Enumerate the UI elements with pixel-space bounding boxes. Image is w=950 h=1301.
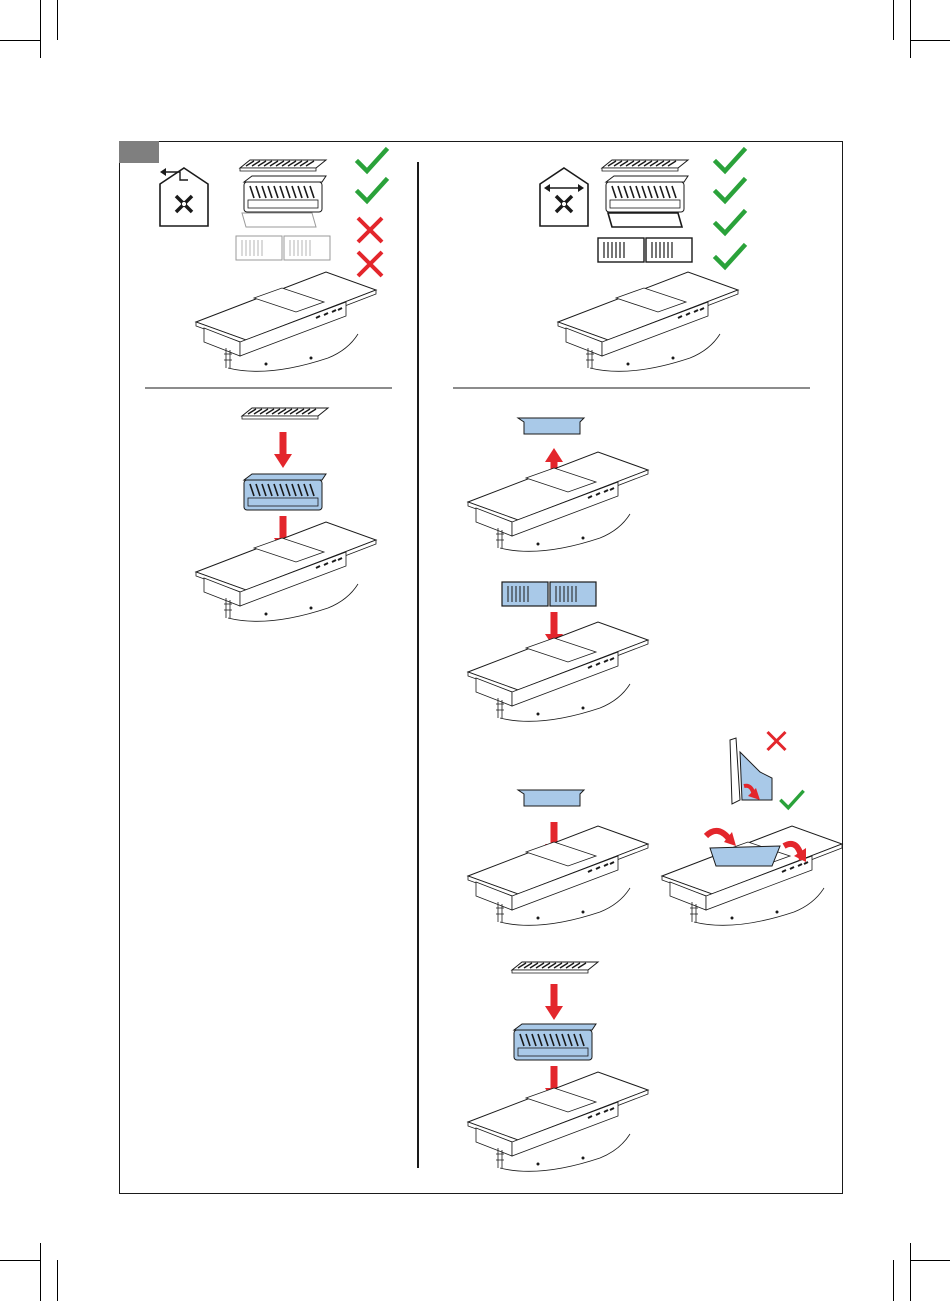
exhaust-house-fan-icon <box>540 168 588 226</box>
right-step-reinsert-plate <box>468 790 648 925</box>
right-step-insert-odour-filters <box>468 582 648 721</box>
left-component-stack <box>196 160 376 371</box>
check-icon <box>782 792 803 808</box>
check-icon <box>358 150 386 171</box>
detail-inset <box>730 738 772 804</box>
cross-icon <box>768 732 786 750</box>
right-step-insert-grease-filter <box>468 962 648 1171</box>
check-icon <box>716 246 744 267</box>
check-icon <box>716 180 744 201</box>
cross-icon <box>358 218 382 242</box>
check-icon <box>358 180 386 201</box>
right-step-remove-plate <box>468 418 648 551</box>
cross-icon <box>358 252 382 276</box>
left-assembly-step <box>196 408 376 621</box>
check-icon <box>716 212 744 233</box>
recirculation-house-fan-icon <box>160 168 208 226</box>
check-icon <box>716 150 744 171</box>
right-step-secure-plate <box>662 826 842 925</box>
